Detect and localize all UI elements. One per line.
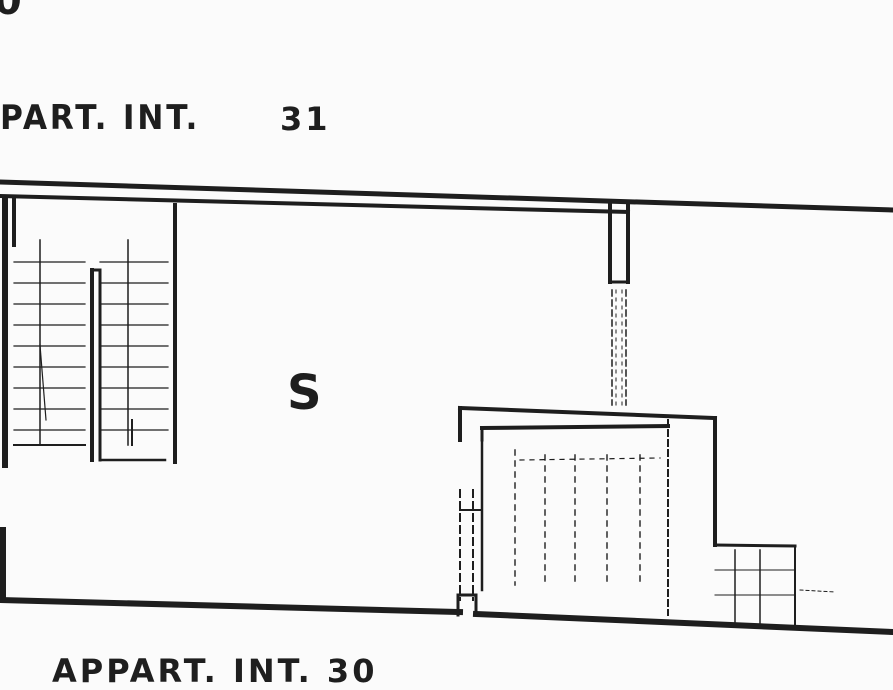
annex-block — [713, 543, 836, 626]
apartment-number: 31 — [280, 100, 331, 138]
left-exterior-wall — [0, 197, 16, 601]
room-letter-label: S — [287, 365, 322, 421]
top-edge-text-fragment: 0 — [0, 0, 25, 24]
floor-plan-drawing — [0, 179, 893, 636]
top-exterior-wall — [0, 179, 893, 215]
staircase — [13, 203, 177, 464]
inner-room-block — [456, 405, 718, 617]
partition-wall-right — [608, 202, 630, 406]
apartment-label: PART. INT. — [0, 98, 201, 138]
bottom-exterior-wall — [0, 596, 893, 636]
